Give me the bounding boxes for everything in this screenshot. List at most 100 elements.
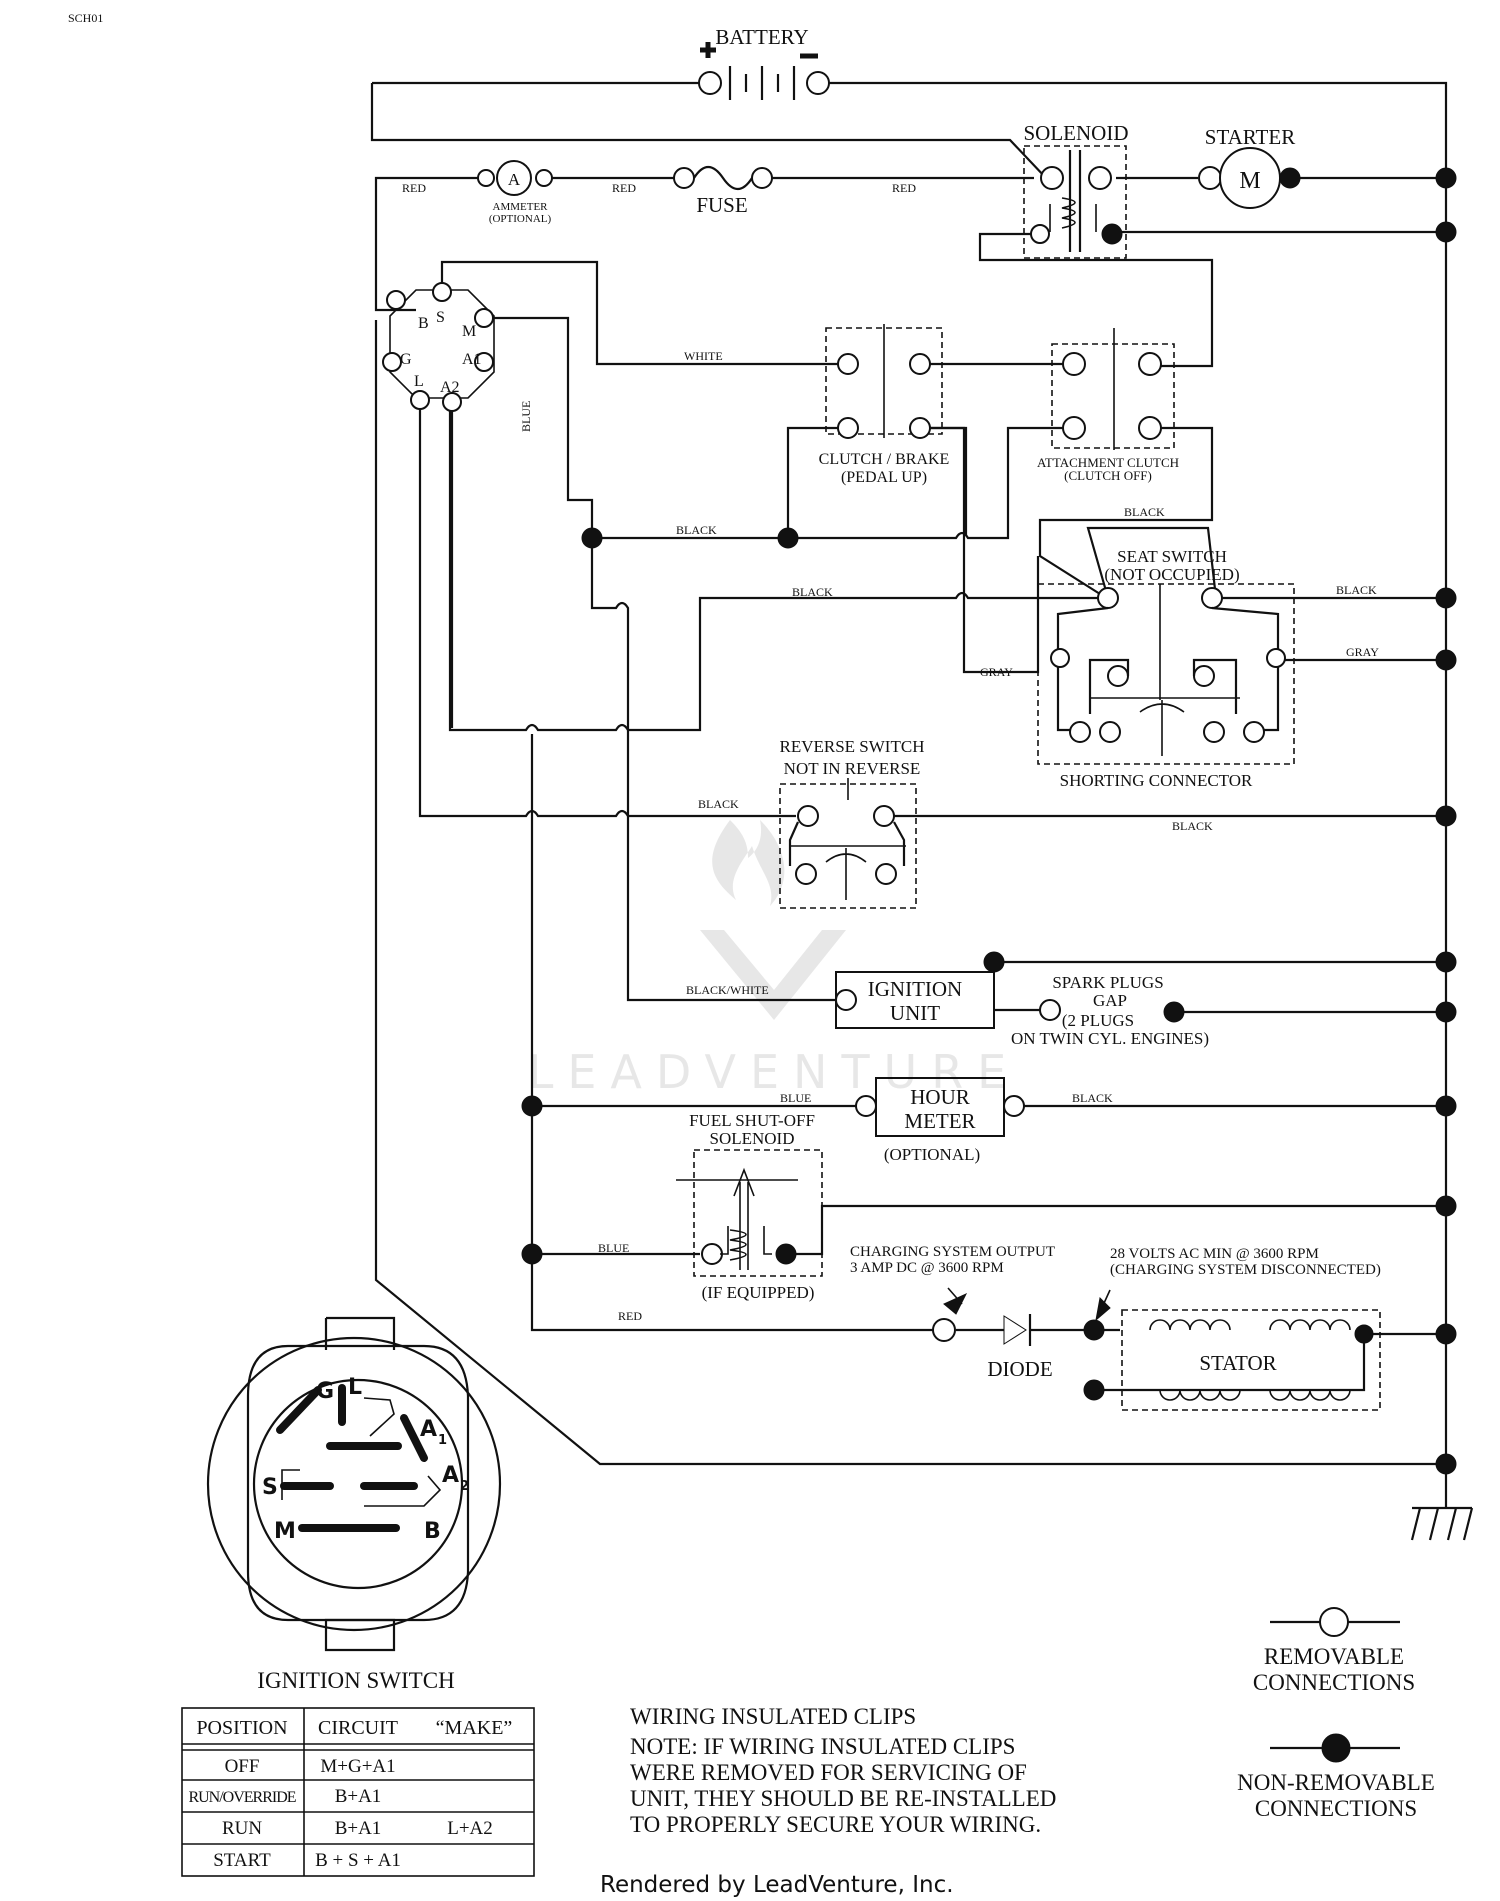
table-row: RUN	[222, 1818, 262, 1839]
svg-text:SOLENOID: SOLENOID	[710, 1129, 795, 1148]
ignition-switch-face: G L A 1 S A 2 M B IGNITION SWITCH	[206, 1316, 502, 1693]
ammeter: A AMMETER (OPTIONAL)	[477, 160, 553, 225]
svg-text:GRAY: GRAY	[1346, 645, 1379, 659]
svg-text:BLACK: BLACK	[1124, 505, 1165, 519]
solenoid-starter-terminal[interactable]	[1088, 166, 1112, 190]
solenoid-battery-terminal[interactable]	[1040, 166, 1064, 190]
terminal-s[interactable]	[432, 282, 452, 302]
ignition-unit-line2: UNIT	[890, 1001, 940, 1025]
svg-text:CONNECTIONS: CONNECTIONS	[1255, 1796, 1417, 1821]
ignition-switch-label: IGNITION SWITCH	[257, 1668, 454, 1693]
svg-text:B: B	[418, 315, 429, 332]
seat-switch: SEAT SWITCH (NOT OCCUPIED) SHORTING CONN…	[1037, 547, 1295, 790]
red-wire-diode	[530, 1254, 944, 1332]
fuel-solenoid-label: FUEL SHUT-OFF	[689, 1111, 815, 1130]
seat-switch-state: (NOT OCCUPIED)	[1104, 565, 1239, 584]
legend: REMOVABLE CONNECTIONS NON-REMOVABLE CONN…	[1237, 1607, 1435, 1821]
battery-to-solenoid-wire	[370, 83, 1047, 179]
svg-text:A: A	[420, 1417, 437, 1442]
solenoid: SOLENOID	[1023, 121, 1129, 259]
starter: M STARTER	[1198, 125, 1301, 209]
ground-bus	[818, 81, 1448, 1508]
circuit-table: POSITION CIRCUIT “MAKE” OFF M+G+A1 RUN/O…	[181, 1707, 535, 1877]
svg-text:RED: RED	[612, 181, 636, 195]
terminal-l[interactable]	[410, 390, 430, 410]
ignition-unit-box	[835, 971, 995, 1029]
svg-text:2: 2	[460, 1479, 469, 1494]
spark-plugs-label: SPARK PLUGS	[1052, 973, 1163, 992]
clutch-brake-state: (PEDAL UP)	[841, 469, 927, 486]
svg-text:BLACK: BLACK	[1172, 819, 1213, 833]
wires	[370, 81, 1448, 1508]
hour-meter: HOUR METER (OPTIONAL)	[855, 1077, 1025, 1164]
solenoid-to-pto-wire	[978, 232, 1214, 368]
ignition-switch-terminals: B S M G A1 L A2	[382, 282, 495, 412]
seat-black-line	[1086, 526, 1218, 599]
clutch-brake-label: CLUTCH / BRAKE	[819, 451, 950, 468]
terminal-a1[interactable]	[474, 352, 494, 372]
ignition-terminal-block	[389, 289, 495, 399]
terminal-a2[interactable]	[442, 392, 462, 412]
svg-text:B+A1: B+A1	[335, 1818, 382, 1839]
solenoid-ground-terminal	[1101, 223, 1123, 245]
solenoid-boundary	[1023, 145, 1127, 259]
fuse-label: FUSE	[696, 193, 747, 217]
starter-terminal[interactable]	[1198, 166, 1222, 190]
attachment-clutch-state: (CLUTCH OFF)	[1064, 468, 1152, 483]
table-row: START	[213, 1850, 271, 1871]
starter-label: STARTER	[1205, 125, 1295, 149]
battery-negative-terminal[interactable]	[806, 71, 830, 95]
svg-text:A2: A2	[440, 379, 460, 396]
terminal-g[interactable]	[382, 352, 402, 372]
note-line: NOTE: IF WIRING INSULATED CLIPS	[630, 1734, 1015, 1759]
svg-text:S: S	[262, 1475, 278, 1500]
svg-text:CONNECTIONS: CONNECTIONS	[1253, 1670, 1415, 1695]
fuel-coil-icon	[729, 1229, 747, 1261]
ground-symbol-icon	[1410, 1506, 1474, 1541]
svg-text:A1: A1	[462, 351, 482, 368]
non-removable-connection-icon	[1321, 1733, 1351, 1763]
spark-plug-gap-icon[interactable]	[1039, 999, 1061, 1021]
svg-text:B+A1: B+A1	[335, 1786, 382, 1807]
doc-id: SCH01	[68, 11, 103, 25]
terminal-m[interactable]	[474, 308, 494, 328]
table-header-position: POSITION	[196, 1717, 287, 1739]
svg-text:L+A2: L+A2	[447, 1818, 493, 1839]
terminal-b[interactable]	[386, 290, 406, 310]
reverse-switch-label: REVERSE SWITCH	[780, 737, 925, 756]
svg-text:M: M	[462, 323, 476, 340]
charging-output-label: CHARGING SYSTEM OUTPUT	[850, 1244, 1055, 1260]
footer-credit: Rendered by LeadVenture, Inc.	[600, 1872, 954, 1898]
battery: BATTERY	[698, 25, 830, 100]
legend-non-removable: NON-REMOVABLE	[1237, 1770, 1435, 1795]
svg-text:BLACK: BLACK	[792, 585, 833, 599]
bus-nodes	[521, 167, 1457, 1475]
svg-text:BLUE: BLUE	[598, 1241, 629, 1255]
svg-text:M+G+A1: M+G+A1	[320, 1756, 395, 1777]
battery-positive-terminal[interactable]	[698, 71, 722, 95]
hour-meter-line1: HOUR	[910, 1085, 970, 1109]
black-wire-pto	[788, 426, 1074, 540]
solenoid-small-terminal[interactable]	[1030, 224, 1050, 244]
watermark-flame-icon	[712, 820, 785, 906]
table-header-circuit: CIRCUIT	[318, 1717, 398, 1739]
svg-text:G: G	[400, 351, 412, 368]
ammeter-gauge-icon	[496, 160, 532, 196]
ignition-key-dial[interactable]	[252, 1378, 464, 1590]
note-title: WIRING INSULATED CLIPS	[630, 1704, 916, 1729]
clutch-brake-switch: CLUTCH / BRAKE (PEDAL UP)	[819, 324, 968, 536]
note-line: WERE REMOVED FOR SERVICING OF	[630, 1760, 1027, 1785]
svg-text:G: G	[316, 1379, 334, 1404]
watermark-text: LEADVENTURE	[528, 1045, 1021, 1099]
reverse-switch: REVERSE SWITCH NOT IN REVERSE	[779, 737, 925, 909]
black-white-wire	[590, 538, 836, 1002]
svg-text:1: 1	[438, 1433, 447, 1448]
stator-boundary	[1121, 1309, 1381, 1411]
svg-text:B: B	[424, 1519, 441, 1544]
legend-removable: REMOVABLE	[1264, 1644, 1404, 1669]
svg-text:BLACK: BLACK	[698, 797, 739, 811]
ignition-unit: IGNITION UNIT SPARK PLUGS GAP (2 PLUGS O…	[835, 951, 1209, 1048]
table-header-make: “MAKE”	[436, 1717, 513, 1739]
ammeter-note: (OPTIONAL)	[489, 213, 552, 225]
